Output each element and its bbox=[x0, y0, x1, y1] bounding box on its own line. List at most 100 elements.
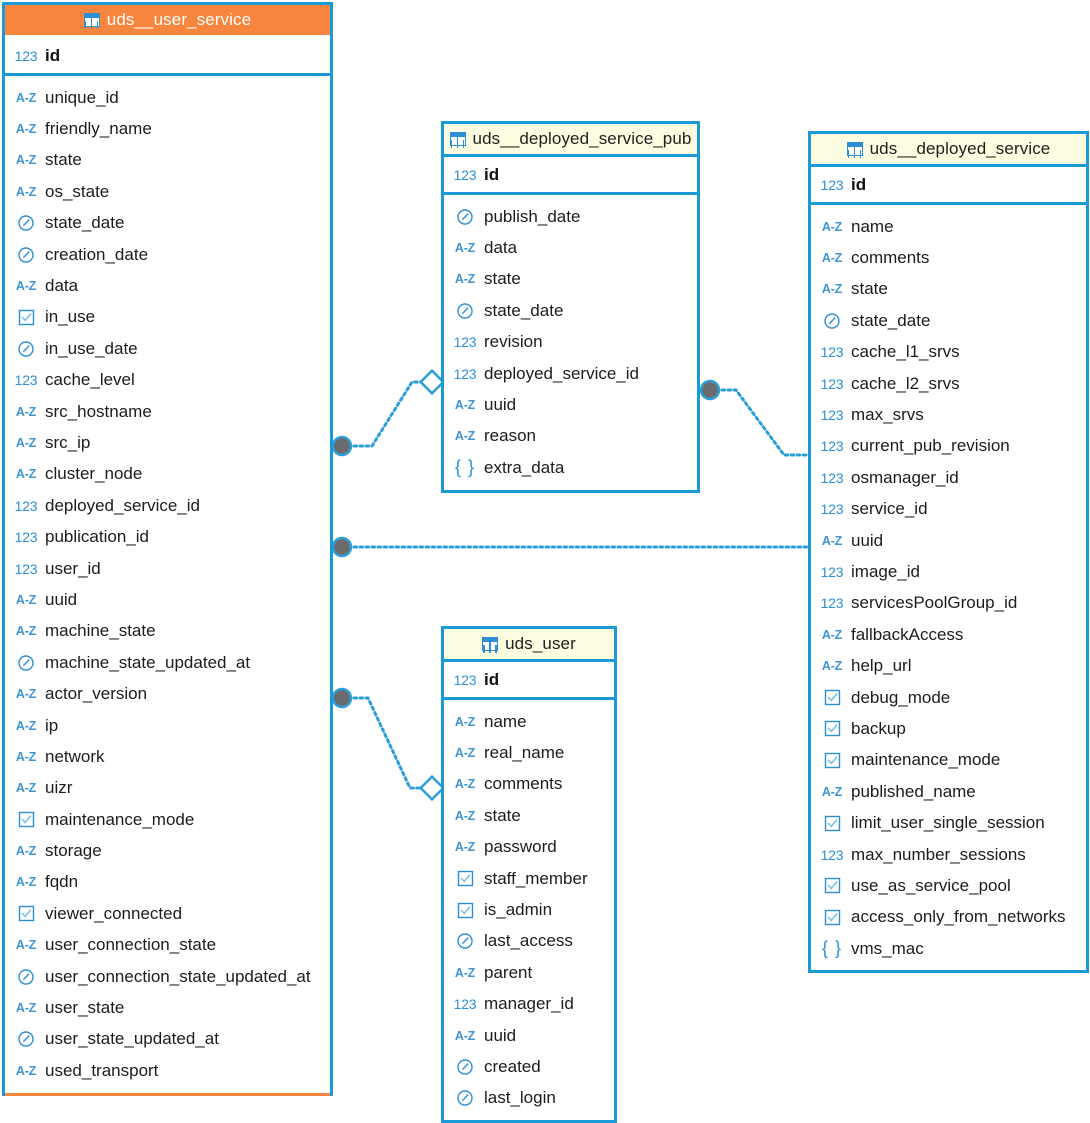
column-row[interactable]: publish_date bbox=[444, 201, 697, 232]
column-row[interactable]: access_only_from_networks bbox=[811, 902, 1086, 933]
primary-key-row[interactable]: 123 id bbox=[444, 662, 614, 700]
column-row[interactable]: viewer_connected bbox=[5, 898, 330, 929]
column-name: uuid bbox=[45, 589, 78, 609]
column-row[interactable]: user_connection_state_updated_at bbox=[5, 961, 330, 992]
column-row[interactable]: backup bbox=[811, 713, 1086, 744]
primary-key-row[interactable]: 123 id bbox=[444, 157, 697, 195]
number-icon: 123 bbox=[820, 595, 844, 612]
column-row[interactable]: is_admin bbox=[444, 894, 614, 925]
column-row[interactable]: in_use bbox=[5, 302, 330, 333]
relationship-line[interactable] bbox=[331, 687, 446, 802]
relationship-line[interactable] bbox=[331, 368, 446, 457]
column-row[interactable]: last_login bbox=[444, 1083, 614, 1114]
column-row[interactable]: use_as_service_pool bbox=[811, 870, 1086, 901]
entity-header[interactable]: uds_user bbox=[444, 629, 614, 662]
entity-header[interactable]: uds__deployed_service bbox=[811, 134, 1086, 167]
column-row[interactable]: limit_user_single_session bbox=[811, 807, 1086, 838]
primary-key-row[interactable]: 123 id bbox=[5, 38, 330, 76]
column-name: real_name bbox=[484, 743, 565, 763]
column-row[interactable]: created bbox=[444, 1051, 614, 1082]
column-row[interactable]: creation_date bbox=[5, 239, 330, 270]
column-row[interactable]: state_date bbox=[444, 295, 697, 326]
column-row[interactable]: in_use_date bbox=[5, 333, 330, 364]
number-icon: 123 bbox=[453, 996, 477, 1013]
number-icon: 123 bbox=[820, 344, 844, 361]
text-icon: A-Z bbox=[821, 627, 843, 642]
column-row[interactable]: debug_mode bbox=[811, 682, 1086, 713]
relationship-line[interactable] bbox=[699, 379, 812, 457]
column-row[interactable]: maintenance_mode bbox=[5, 804, 330, 835]
column-row[interactable]: machine_state_updated_at bbox=[5, 647, 330, 678]
relationship-line[interactable] bbox=[331, 536, 812, 558]
column-row[interactable]: state_date bbox=[811, 305, 1086, 336]
entity-uds-deployed-service-pub[interactable]: uds__deployed_service_pub 123 id publish… bbox=[441, 121, 700, 493]
entity-header[interactable]: uds__user_service bbox=[5, 5, 330, 38]
column-row[interactable]: maintenance_mode bbox=[811, 745, 1086, 776]
column-row[interactable]: state_date bbox=[5, 208, 330, 239]
primary-key-row[interactable]: 123 id bbox=[811, 167, 1086, 205]
column-row[interactable]: staff_member bbox=[444, 863, 614, 894]
column-row[interactable]: last_access bbox=[444, 926, 614, 957]
column-row[interactable]: { }vms_mac bbox=[811, 933, 1086, 964]
column-row[interactable]: user_state_updated_at bbox=[5, 1024, 330, 1055]
entity-header[interactable]: uds__deployed_service_pub bbox=[444, 124, 697, 157]
column-row[interactable]: { }extra_data bbox=[444, 452, 697, 483]
